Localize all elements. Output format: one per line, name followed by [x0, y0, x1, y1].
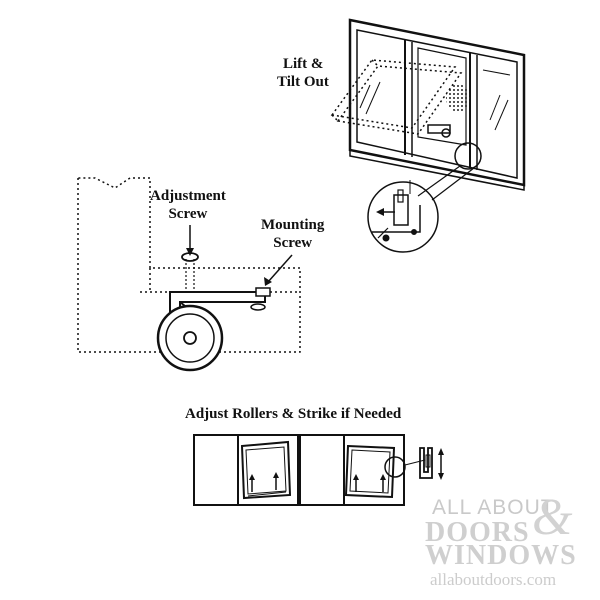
adjustment-line1: Adjustment [150, 188, 226, 204]
watermark-line3: WINDOWS [425, 540, 577, 571]
mounting-line1: Mounting [261, 217, 325, 233]
mounting-screw-label: Mounting Screw [261, 216, 324, 252]
roller-detail-inset [367, 180, 439, 253]
mounting-line2: Screw [273, 235, 313, 251]
lift-tilt-label: Lift & Tilt Out [277, 55, 329, 91]
lift-tilt-line2: Tilt Out [277, 74, 329, 90]
watermark-line1: ALL ABOUT [432, 496, 555, 519]
roller-adjust-panels [193, 434, 444, 506]
adjustment-screw-label: Adjustment Screw [150, 187, 226, 223]
watermark-url: allaboutdoors.com [430, 570, 557, 589]
roller-assembly-illustration [77, 177, 301, 372]
caption: Adjust Rollers & Strike if Needed [185, 406, 402, 422]
watermark-line2: DOORS [425, 517, 530, 548]
watermark-ampersand: & [532, 489, 573, 546]
window-frame-illustration [330, 18, 526, 201]
lift-tilt-line1: Lift & [283, 56, 324, 72]
adjustment-line2: Screw [168, 206, 208, 222]
